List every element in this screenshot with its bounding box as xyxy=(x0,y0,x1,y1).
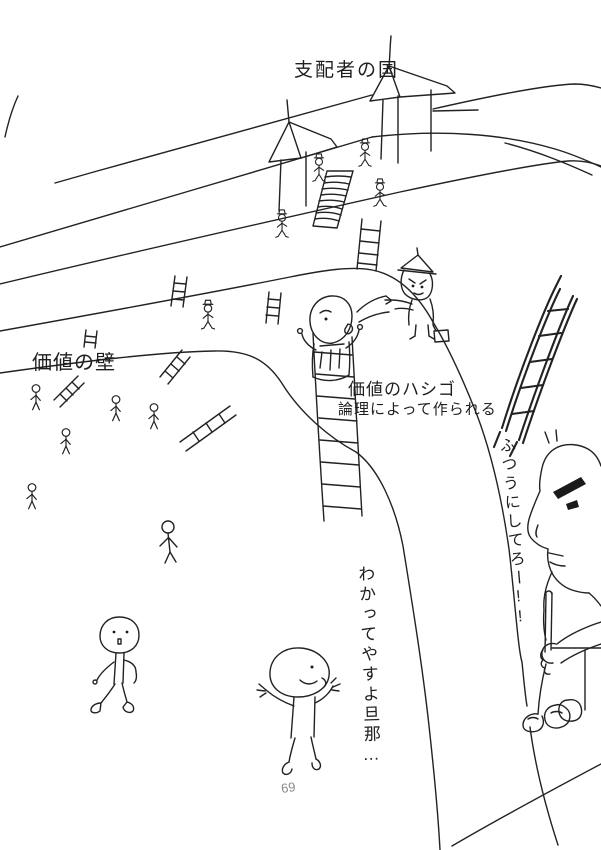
cheering-figure xyxy=(256,647,341,776)
hat-figure xyxy=(373,178,387,207)
page-number: 69 xyxy=(280,779,297,796)
stick-figure xyxy=(148,403,159,430)
hat-figure xyxy=(358,138,372,167)
stick-figure xyxy=(60,428,71,455)
stick-figure-large xyxy=(159,520,178,564)
wall-edges xyxy=(0,267,601,850)
ladder-terrace-3 xyxy=(356,218,382,272)
hat-figure xyxy=(200,299,216,330)
top-house xyxy=(369,35,479,164)
label-wall-of-value: 価値の壁 xyxy=(32,352,116,374)
label-value-ladder-line2: 論理によって作られる xyxy=(338,401,497,418)
stick-figure xyxy=(26,483,37,510)
ladder-terrace-2 xyxy=(265,291,282,325)
climbing-figure xyxy=(296,295,390,382)
boss-figure xyxy=(384,247,450,343)
wall-edge-near xyxy=(0,350,441,850)
master-figure xyxy=(522,429,601,846)
wall-edge-far xyxy=(0,267,528,707)
terrace-lines xyxy=(0,83,601,285)
ladder-leaning-1 xyxy=(159,349,191,385)
walking-figure xyxy=(90,616,140,714)
ladder-right-heavy xyxy=(492,274,579,458)
label-rulers-country: 支配者の国 xyxy=(294,60,400,81)
stick-figure xyxy=(30,384,41,411)
ladder-leaning-3 xyxy=(179,405,237,452)
left-house xyxy=(268,99,338,212)
staircase xyxy=(312,170,354,229)
hat-figure xyxy=(312,153,326,182)
hat-figure xyxy=(275,209,289,238)
ladder-terrace-1 xyxy=(170,275,188,308)
ladder-of-value xyxy=(312,332,363,522)
label-value-ladder-line1: 価値のハシゴ xyxy=(348,380,456,399)
ladder-leaning-2 xyxy=(53,375,85,408)
ladder-wall-band xyxy=(83,329,98,349)
ground-diagonal xyxy=(451,763,601,847)
stick-figure xyxy=(110,395,121,422)
